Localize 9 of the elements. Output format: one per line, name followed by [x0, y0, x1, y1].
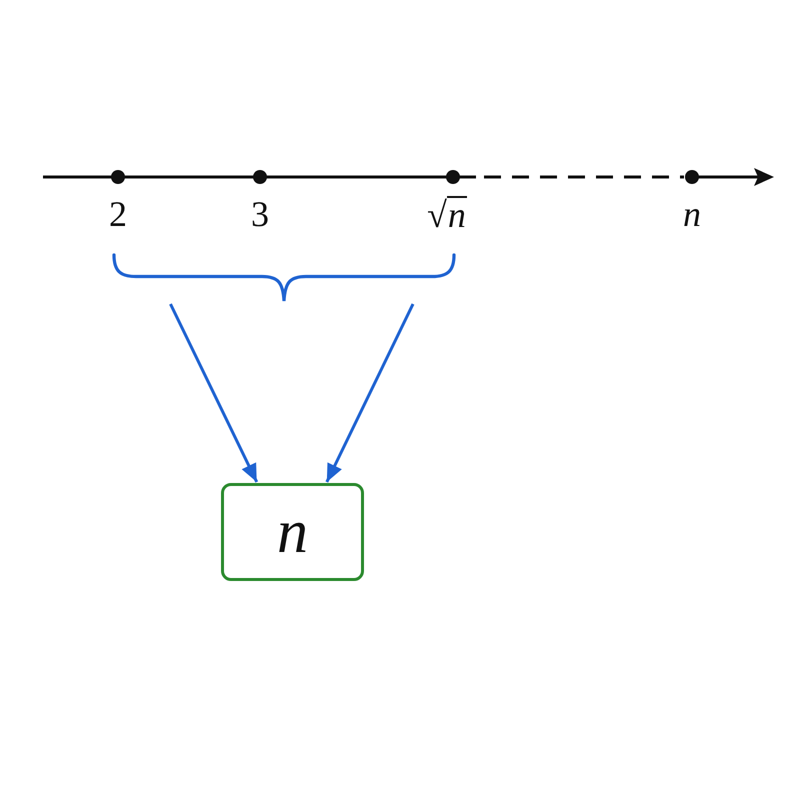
variable-label: n [277, 501, 308, 563]
result-box [221, 483, 364, 581]
arrow [169, 303, 258, 483]
arrow [325, 303, 414, 483]
curly-brace [112, 253, 456, 302]
point-label: √n [426, 196, 468, 233]
point-label: 2 [108, 196, 128, 232]
point-label: n [682, 196, 702, 232]
point-label: 3 [250, 196, 270, 232]
